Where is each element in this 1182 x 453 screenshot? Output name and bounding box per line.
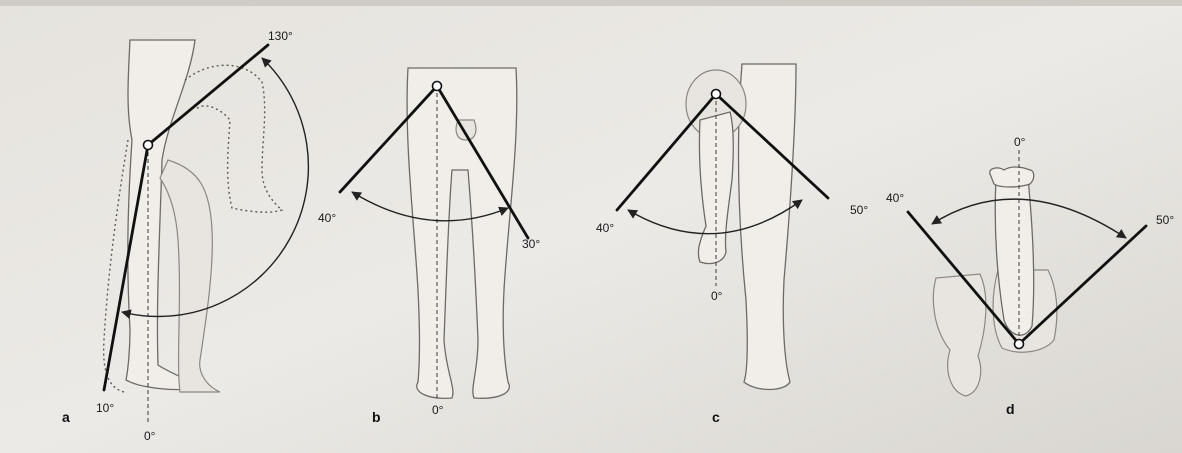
panel-a-label-10: 10° <box>96 401 114 415</box>
panel-a-letter: a <box>62 409 70 425</box>
panel-b-label-0: 0° <box>432 403 444 417</box>
panel-c-letter: c <box>712 409 720 425</box>
panel-d-label-50: 50° <box>1156 213 1174 227</box>
panel-b-label-40: 40° <box>318 211 336 225</box>
panel-a-label-0: 0° <box>144 429 156 443</box>
panel-d-label-40: 40° <box>886 191 904 205</box>
panel-b-label-30: 30° <box>522 237 540 251</box>
panel-b-letter: b <box>372 409 381 425</box>
panel-d-foot <box>990 167 1034 187</box>
panel-c-label-0: 0° <box>711 289 723 303</box>
panel-c-label-40: 40° <box>596 221 614 235</box>
panel-c-label-50: 50° <box>850 203 868 217</box>
panel-d-label-0: 0° <box>1014 135 1026 149</box>
panel-d-letter: d <box>1006 401 1015 417</box>
panel-a-hip-pivot <box>144 141 153 150</box>
panel-b-hip-pivot <box>433 82 442 91</box>
page-edge <box>0 0 1182 6</box>
panel-c-knee-pivot <box>712 90 721 99</box>
panel-d-knee-pivot <box>1015 340 1024 349</box>
panel-a-label-130: 130° <box>268 29 293 43</box>
